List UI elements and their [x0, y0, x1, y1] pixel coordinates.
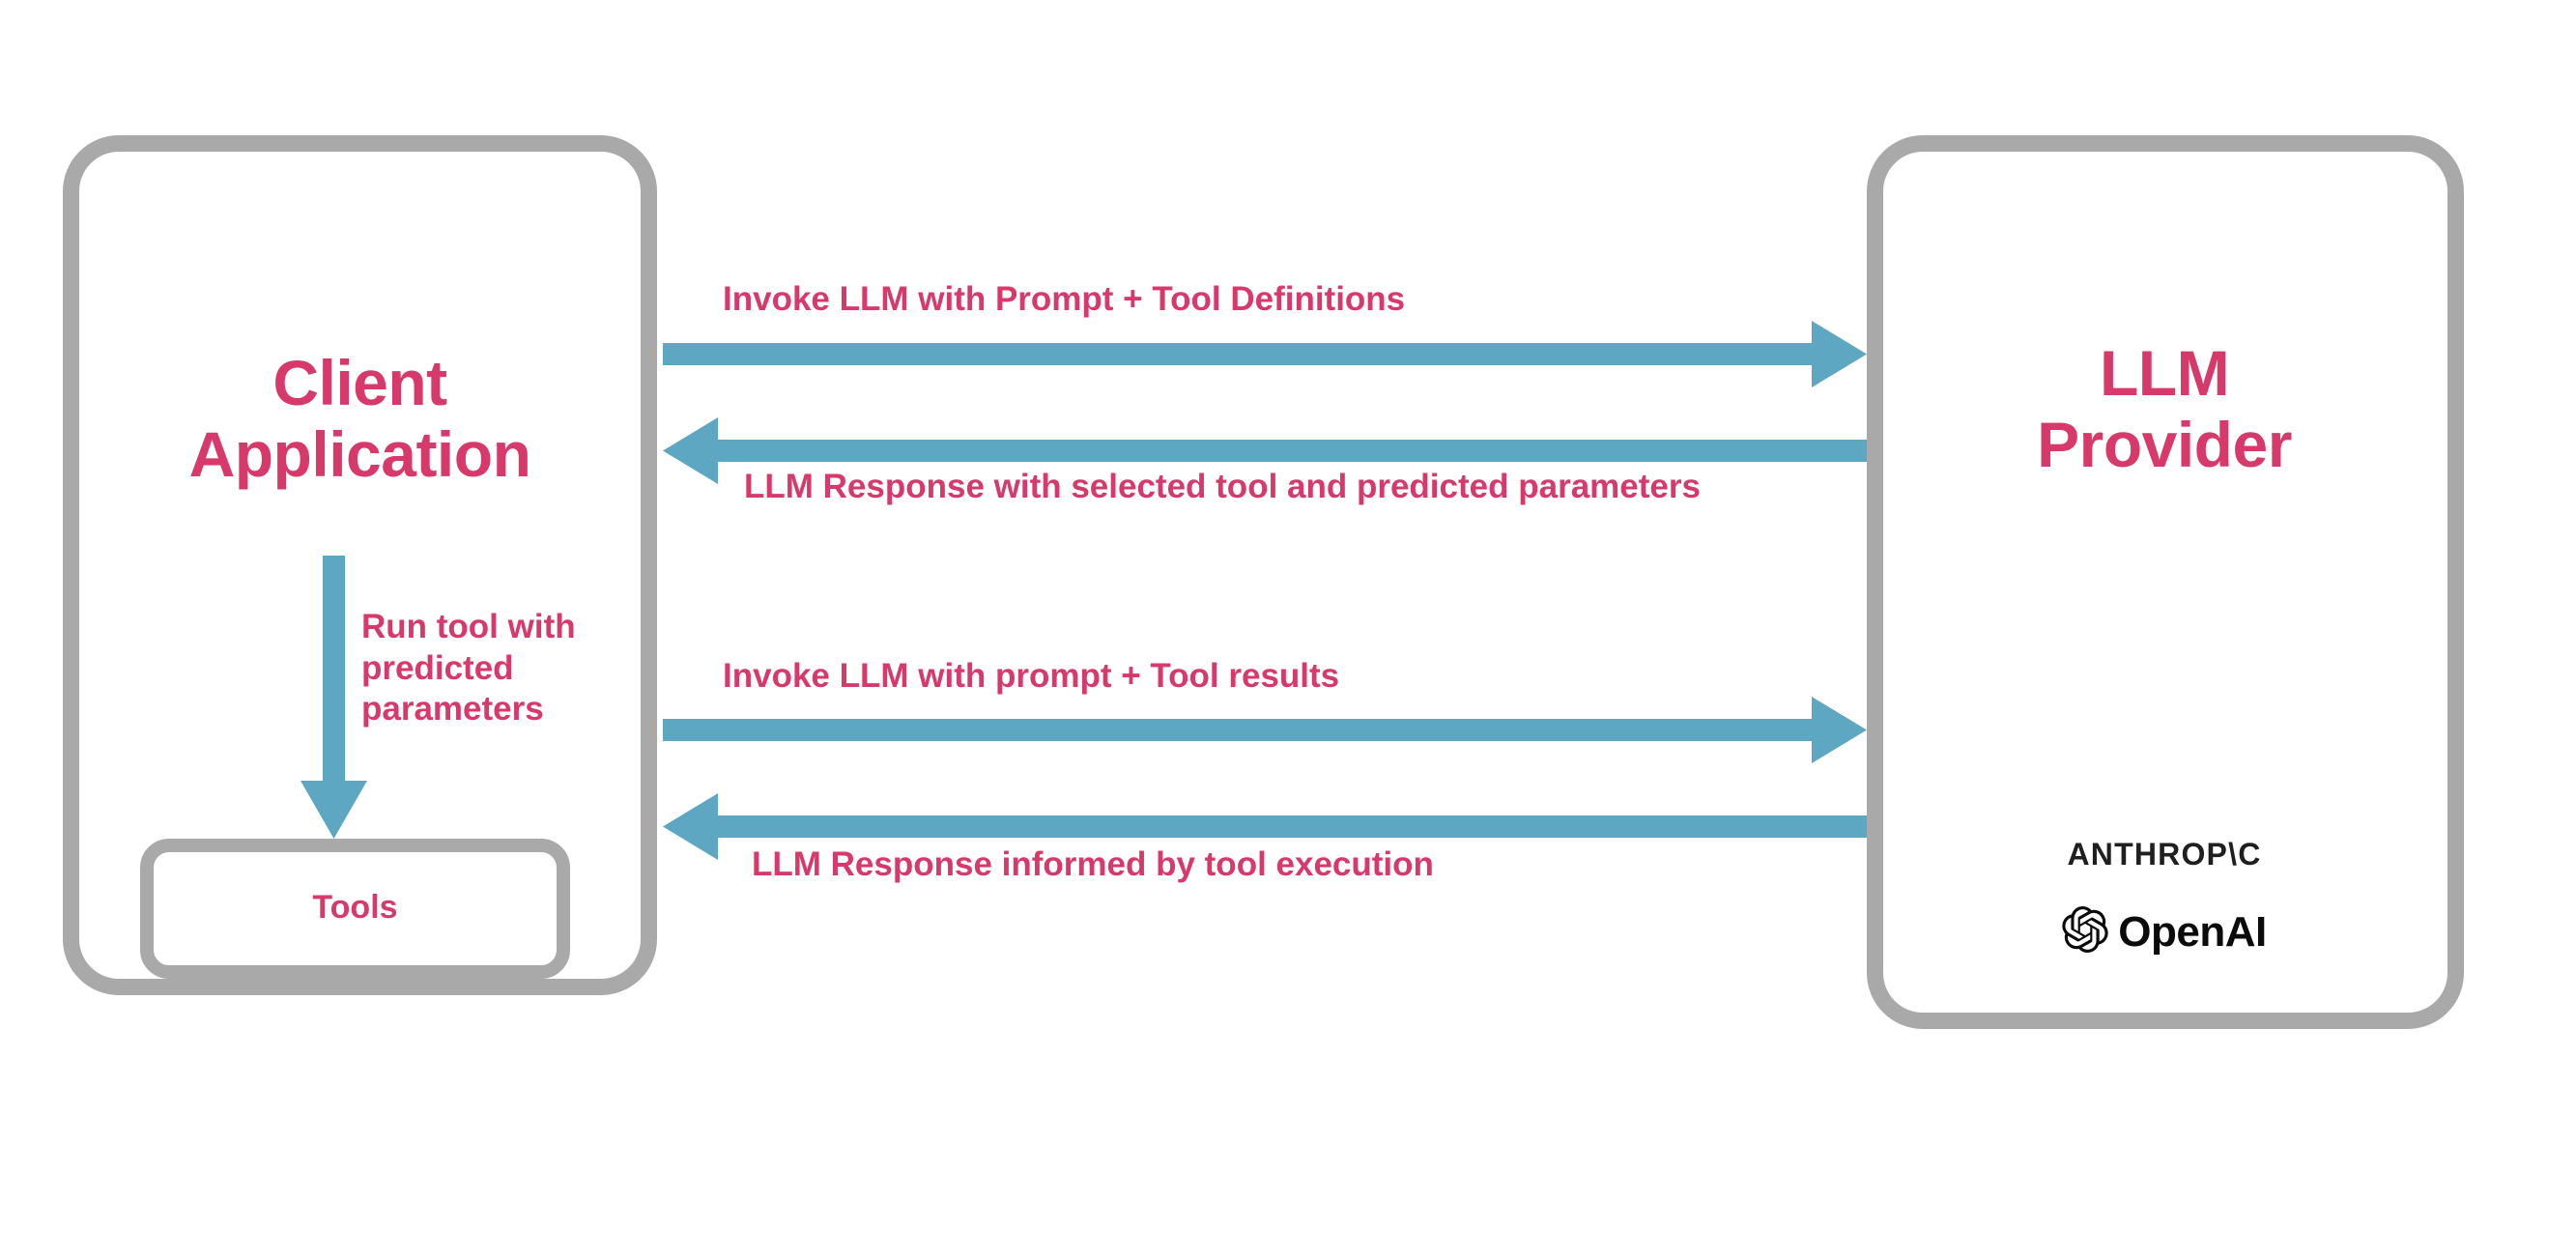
- llm-provider-box: [1867, 135, 2464, 1029]
- client-title-line-1: Client: [272, 347, 447, 418]
- arrow-label-invoke-2: Invoke LLM with prompt + Tool results: [723, 657, 1340, 695]
- llm-provider-title: LLM Provider: [1875, 337, 2454, 481]
- client-application-title: Client Application: [77, 347, 643, 491]
- tools-box[interactable]: [140, 839, 570, 979]
- openai-logo: OpenAI: [1875, 906, 2454, 958]
- anthropic-logo: ANTHROP\C: [2067, 837, 2262, 872]
- arrow-label-response-1: LLM Response with selected tool and pred…: [744, 468, 1701, 505]
- provider-title-line-2: Provider: [2037, 408, 2292, 480]
- arrow-label-response-2: LLM Response informed by tool execution: [752, 845, 1434, 883]
- openai-knot-icon: [2062, 906, 2108, 958]
- arrow-invoke-1: [663, 321, 1867, 387]
- client-title-line-2: Application: [188, 417, 531, 490]
- provider-title-line-1: LLM: [2099, 337, 2230, 409]
- arrow-invoke-2: [663, 697, 1867, 763]
- openai-wordmark-text: OpenAI: [2118, 907, 2267, 956]
- arrow-label-invoke-1: Invoke LLM with Prompt + Tool Definition…: [723, 280, 1406, 318]
- run-tool-arrow-label: Run tool with predicted parameters: [361, 608, 576, 729]
- tools-label: Tools: [312, 889, 398, 926]
